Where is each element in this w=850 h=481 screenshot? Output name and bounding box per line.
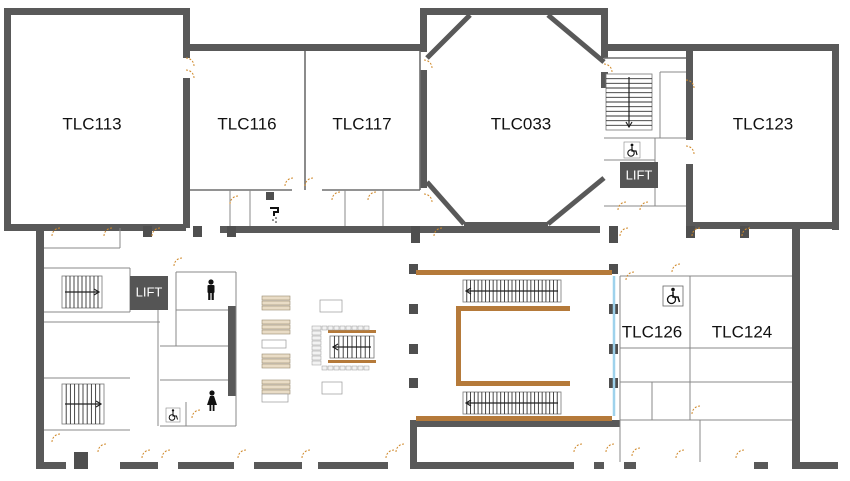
- room-label-tlc033: TLC033: [491, 114, 551, 133]
- male-toilet-icon: [207, 279, 215, 300]
- interior-walls: [44, 51, 792, 462]
- room-label-tlc113: TLC113: [62, 114, 121, 133]
- lift-north: LIFT: [620, 162, 658, 188]
- room-label-tlc124: TLC124: [712, 322, 772, 341]
- lift-west-label: LIFT: [136, 284, 163, 299]
- doors: [51, 57, 751, 459]
- furniture: [261, 295, 370, 403]
- side-stairs: [61, 73, 653, 425]
- female-toilet-icon: [207, 390, 217, 411]
- water-fountain-icon: [270, 207, 279, 223]
- room-label-tlc117: TLC117: [332, 114, 391, 133]
- room-label-tlc116: TLC116: [217, 114, 276, 133]
- wheelchair-icon: [165, 407, 181, 423]
- room-labels: TLC113 TLC116 TLC117 TLC033 TLC123 TLC12…: [62, 114, 793, 341]
- central-small-stair: [328, 330, 376, 363]
- lift-west: LIFT: [130, 276, 168, 310]
- tlc033-chamfers: [425, 13, 606, 226]
- wheelchair-icon: [623, 141, 641, 159]
- atrium-stairs: [416, 270, 616, 421]
- room-label-tlc123: TLC123: [733, 114, 793, 133]
- lift-north-label: LIFT: [626, 167, 653, 182]
- room-label-tlc126: TLC126: [622, 322, 682, 341]
- wheelchair-icon: [662, 285, 684, 307]
- walls: [4, 8, 839, 469]
